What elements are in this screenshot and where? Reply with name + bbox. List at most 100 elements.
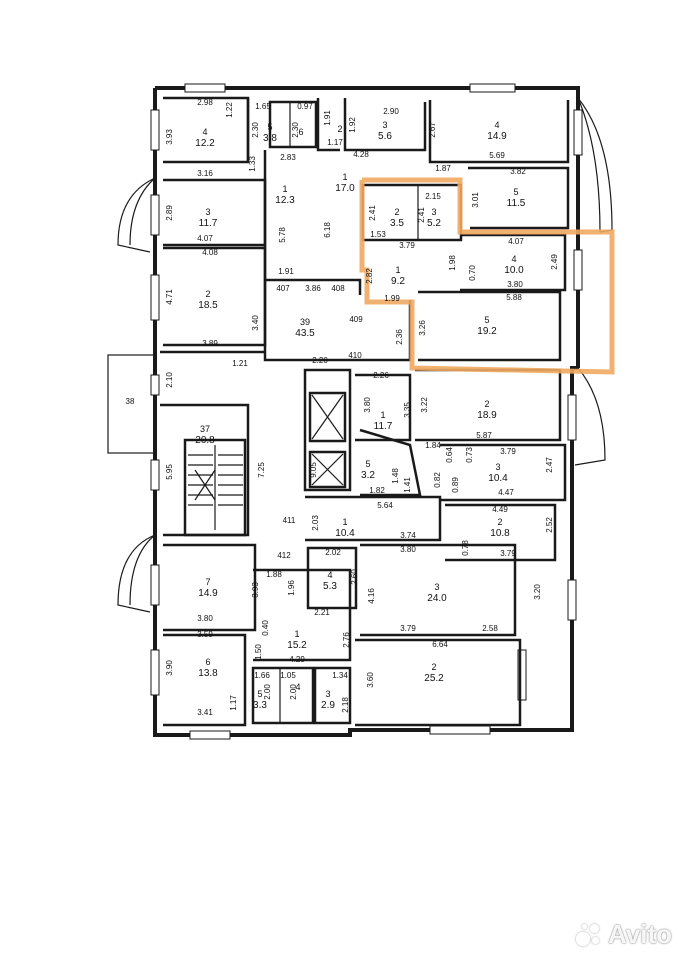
staircase xyxy=(183,438,247,537)
dimension-label: 3.80 xyxy=(400,545,416,554)
dimension-label: 1.92 xyxy=(348,117,357,133)
room-area: 10.8 xyxy=(490,528,510,539)
dimension-label: 0.89 xyxy=(451,477,460,493)
room-area: 10.4 xyxy=(335,528,355,539)
dimension-label: 2.60 xyxy=(350,569,359,585)
room-area: 14.9 xyxy=(198,588,218,599)
dimension-label: 1.88 xyxy=(266,570,282,579)
room-number: 1 xyxy=(282,184,287,194)
room-number: 5 xyxy=(267,122,272,132)
avito-logo-icon xyxy=(574,920,604,950)
bay-windows xyxy=(107,97,613,613)
room-area: 5.3 xyxy=(323,581,337,592)
dimension-label: 3.22 xyxy=(420,397,429,413)
room-number: 4 xyxy=(295,682,300,692)
room-area: 20.8 xyxy=(195,435,215,446)
dimension-label: 0.73 xyxy=(465,447,474,463)
room-number: 5 xyxy=(365,459,370,469)
dimension-label: 1.84 xyxy=(425,441,441,450)
dimension-label: 2.03 xyxy=(311,515,320,531)
room-area: 15.2 xyxy=(287,640,307,651)
room-number: 4 xyxy=(511,254,516,264)
dimension-label: 4.16 xyxy=(367,588,376,604)
room-area: 25.2 xyxy=(424,673,444,684)
room-area: 14.9 xyxy=(487,131,507,142)
dimension-label: 4.07 xyxy=(508,237,524,246)
dimension-label: 2.00 xyxy=(263,684,272,700)
dimension-label: 1.05 xyxy=(280,671,296,680)
dimension-label: 2.15 xyxy=(425,192,441,201)
dimension-label: 5.87 xyxy=(476,431,492,440)
dimension-label: 0.78 xyxy=(461,540,470,556)
dimension-label: 2.18 xyxy=(341,697,350,713)
room-number: 1 xyxy=(342,172,347,182)
room-area: 9.2 xyxy=(391,276,405,287)
room-number: 4 xyxy=(202,127,207,137)
dimension-label: 410 xyxy=(348,351,362,360)
room-area: 12.3 xyxy=(275,195,295,206)
dimension-label: 3.93 xyxy=(251,582,260,598)
dimension-label: 2.02 xyxy=(325,548,341,557)
dimension-label: 3.35 xyxy=(403,402,412,418)
room-area: 10.0 xyxy=(504,265,524,276)
room-number: 5 xyxy=(257,689,262,699)
selected-apartment-outline xyxy=(359,177,615,375)
dimension-label: 3.80 xyxy=(363,397,372,413)
dimension-label: 5.78 xyxy=(278,227,287,243)
dimension-label: 1.22 xyxy=(225,102,234,118)
room-number: 4 xyxy=(494,120,499,130)
dimension-label: 3.80 xyxy=(197,614,213,623)
room-area: 10.4 xyxy=(488,473,508,484)
room-number: 5 xyxy=(484,315,489,325)
room-number: 3 xyxy=(431,207,436,217)
dimension-label: 2.90 xyxy=(383,107,399,116)
dimension-label: 409 xyxy=(349,315,363,324)
elevator-shafts xyxy=(308,391,347,489)
dimension-label: 2.30 xyxy=(291,122,300,138)
dimension-label: 6.64 xyxy=(432,640,448,649)
dimension-label: 3.90 xyxy=(165,660,174,676)
dimension-label: 4.07 xyxy=(197,234,213,243)
dimension-label: 3.79 xyxy=(399,241,415,250)
dimension-label: 2.47 xyxy=(545,457,554,473)
dimension-label: 4.71 xyxy=(165,289,174,305)
dimension-label: 6.18 xyxy=(323,222,332,238)
dimension-label: 4.08 xyxy=(202,248,218,257)
dimension-label: 2.00 xyxy=(289,684,298,700)
room-area: 17.0 xyxy=(335,183,355,194)
room-area: 3.3 xyxy=(253,700,267,711)
room-number: 3 xyxy=(382,120,387,130)
dimension-label: 2.98 xyxy=(197,98,213,107)
dimension-label: 0.70 xyxy=(468,265,477,281)
dimension-label: 3.40 xyxy=(251,315,260,331)
dimension-label: 1.48 xyxy=(391,468,400,484)
room-number: 3 xyxy=(495,462,500,472)
dimension-label: 2.83 xyxy=(280,153,296,162)
room-number: 2 xyxy=(431,662,436,672)
dimension-label: 3.74 xyxy=(400,531,416,540)
dimension-label: 3.41 xyxy=(197,708,213,717)
dimension-label: 411 xyxy=(283,516,296,525)
dimension-label: 3.80 xyxy=(507,280,523,289)
dimension-label: 1.21 xyxy=(232,359,248,368)
dimension-label: 0.40 xyxy=(261,620,270,636)
room-number: 2 xyxy=(394,207,399,217)
dimension-label: 2.76 xyxy=(342,632,351,648)
dimension-label: 4.28 xyxy=(353,150,369,159)
dimension-label: 9.05 xyxy=(309,462,318,478)
dimension-label: 1.91 xyxy=(278,267,294,276)
room-number: 6 xyxy=(205,657,210,667)
dimension-label: 1.82 xyxy=(369,486,385,495)
dimension-label: 3.79 xyxy=(500,447,516,456)
room-number: 1 xyxy=(395,265,400,275)
room-area: 2.9 xyxy=(321,700,335,711)
dimension-label: 5.64 xyxy=(377,501,393,510)
dimension-label: 0.97 xyxy=(297,102,313,111)
dimension-label: 1.96 xyxy=(287,580,296,596)
dimension-label: 3.89 xyxy=(202,339,218,348)
room-area: 5.2 xyxy=(427,218,441,229)
dimension-label: 1.66 xyxy=(254,671,270,680)
